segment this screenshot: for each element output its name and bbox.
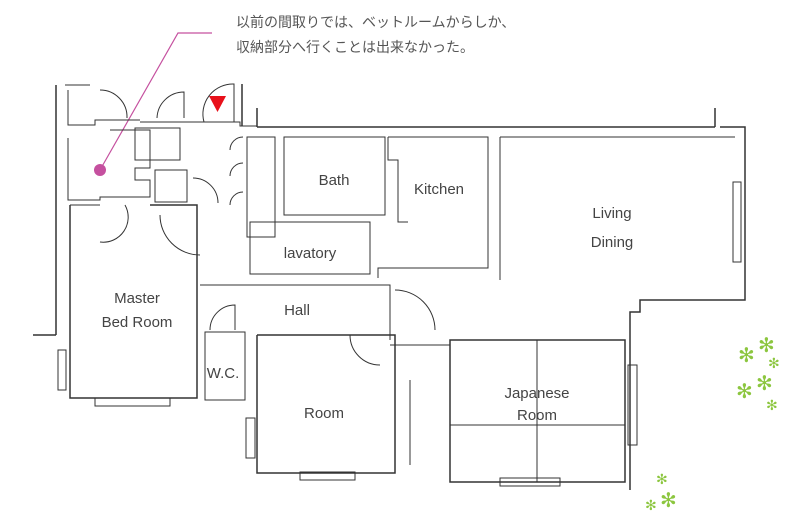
- label-hall: Hall: [284, 302, 310, 319]
- plant-icon: ✻: [656, 472, 668, 488]
- label-dining: Dining: [591, 234, 634, 251]
- red-triangle-icon: [209, 96, 226, 112]
- label-japanese: Japanese: [504, 385, 569, 402]
- plant-icon: ✻: [738, 343, 755, 367]
- room-labels: Bath Kitchen Living Dining lavatory Hall…: [102, 172, 634, 424]
- plant-icon: ✻: [768, 356, 780, 372]
- plant-icons: ✻ ✻ ✻ ✻ ✻ ✻ ✻ ✻ ✻: [645, 333, 780, 514]
- annotation-line-1: 以前の間取りでは、ベットルームからしか、: [236, 14, 516, 30]
- plant-icon: ✻: [660, 488, 677, 512]
- plant-icon: ✻: [766, 398, 778, 414]
- label-wc: W.C.: [207, 365, 240, 382]
- plant-icon: ✻: [645, 498, 657, 514]
- label-room: Room: [304, 405, 344, 422]
- label-living: Living: [592, 205, 631, 222]
- walls: [33, 83, 746, 490]
- label-kitchen: Kitchen: [414, 181, 464, 198]
- annotation-marker-dot: [94, 164, 106, 176]
- label-bed-room: Bed Room: [102, 314, 173, 331]
- label-japanese-room: Room: [517, 407, 557, 424]
- label-bath: Bath: [319, 172, 350, 189]
- annotation-line-2: 収納部分へ行くことは出来なかった。: [236, 39, 474, 55]
- label-lavatory: lavatory: [284, 245, 337, 262]
- label-master: Master: [114, 290, 160, 307]
- plant-icon: ✻: [756, 371, 773, 395]
- plant-icon: ✻: [736, 379, 753, 403]
- annotation-leader-line: [99, 32, 212, 171]
- plant-icon: ✻: [758, 333, 775, 357]
